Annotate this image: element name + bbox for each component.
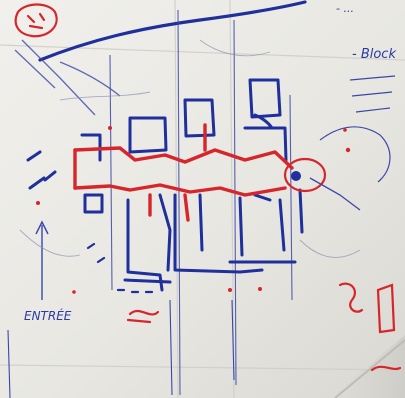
top-right-label: - Block — [352, 47, 396, 62]
entry-label: ENTRÉE — [24, 308, 72, 323]
top-right-partial-label: - ... — [336, 2, 354, 15]
